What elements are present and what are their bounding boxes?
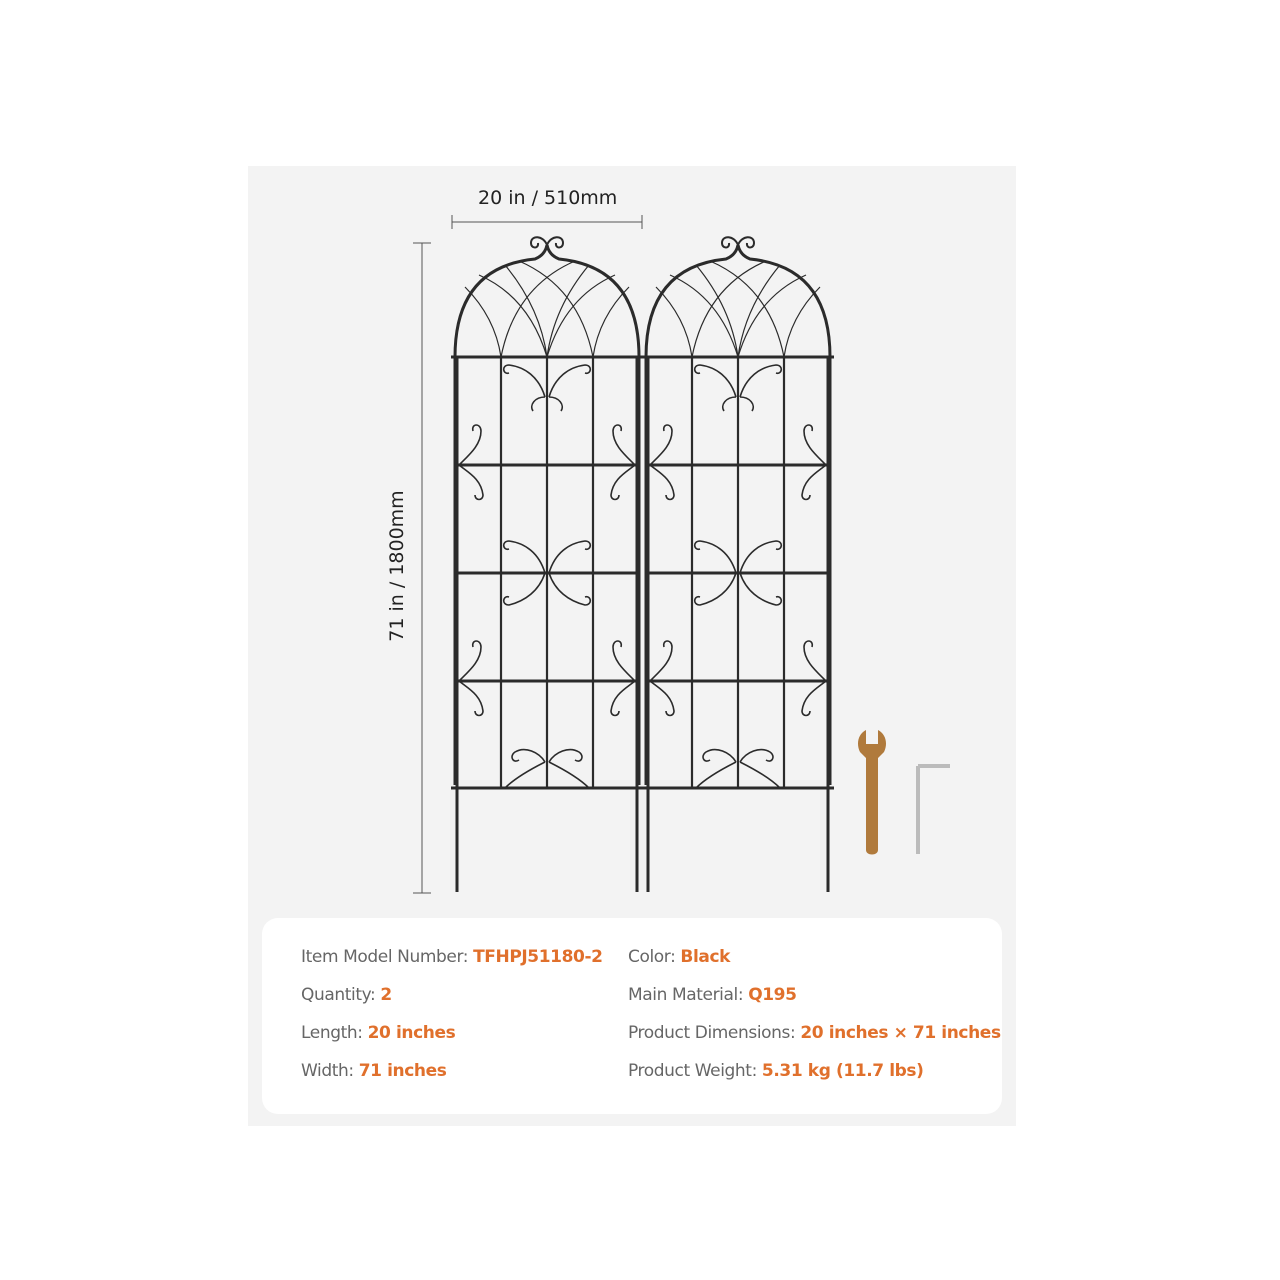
spec-width: Width: 71 inches xyxy=(301,1061,447,1081)
dimension-height-line xyxy=(413,242,431,894)
dimension-width-line xyxy=(451,215,643,229)
spec-value: 20 inches xyxy=(367,1023,456,1043)
spec-value: 71 inches xyxy=(358,1061,447,1081)
spec-value: 20 inches × 71 inches xyxy=(800,1023,1001,1043)
hex-key-icon xyxy=(916,764,950,854)
spec-label: Item Model Number: xyxy=(301,947,474,967)
specifications-card: Item Model Number: TFHPJ51180-2 Quantity… xyxy=(262,918,1002,1114)
spec-label: Color: xyxy=(628,947,681,967)
spec-length: Length: 20 inches xyxy=(301,1023,456,1043)
spec-label: Main Material: xyxy=(628,985,749,1005)
spec-value: TFHPJ51180-2 xyxy=(473,947,603,967)
spec-value: Q195 xyxy=(748,985,797,1005)
spec-label: Product Dimensions: xyxy=(628,1023,801,1043)
trellis-panel-2 xyxy=(640,235,836,894)
spec-weight: Product Weight: 5.31 kg (11.7 lbs) xyxy=(628,1061,924,1081)
spec-material: Main Material: Q195 xyxy=(628,985,797,1005)
spec-label: Quantity: xyxy=(301,985,381,1005)
spec-value: Black xyxy=(680,947,731,967)
spec-color: Color: Black xyxy=(628,947,730,967)
spec-value: 2 xyxy=(380,985,392,1005)
spec-model-number: Item Model Number: TFHPJ51180-2 xyxy=(301,947,603,967)
wrench-icon xyxy=(858,730,886,855)
spec-quantity: Quantity: 2 xyxy=(301,985,392,1005)
trellis-panel-1 xyxy=(449,235,645,894)
spec-label: Length: xyxy=(301,1023,368,1043)
spec-dimensions: Product Dimensions: 20 inches × 71 inche… xyxy=(628,1023,1001,1043)
height-dimension-label: 71 in / 1800mm xyxy=(386,490,408,642)
spec-label: Product Weight: xyxy=(628,1061,762,1081)
width-dimension-label: 20 in / 510mm xyxy=(478,187,618,209)
spec-label: Width: xyxy=(301,1061,359,1081)
spec-value: 5.31 kg (11.7 lbs) xyxy=(761,1061,924,1081)
